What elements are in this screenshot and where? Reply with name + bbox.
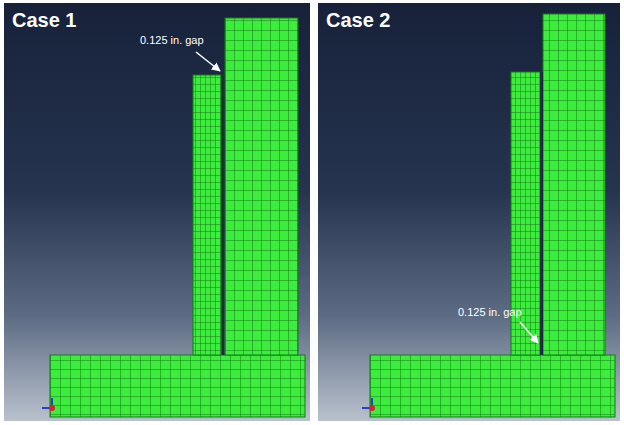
- case-panel: Case 1: [4, 3, 310, 421]
- leader-arrow: [196, 52, 220, 71]
- gap-callout: 0.125 in. gap: [458, 306, 522, 318]
- case1-mesh: [42, 18, 305, 417]
- panel-ground: [4, 3, 310, 421]
- case-title: Case 2: [326, 9, 391, 32]
- panel-ground: [318, 3, 620, 421]
- gap-callout: 0.125 in. gap: [140, 34, 204, 46]
- case2-mesh: [362, 14, 615, 417]
- leader-arrow: [520, 322, 538, 343]
- case-panel: Case 2: [318, 3, 620, 421]
- case-title: Case 1: [12, 9, 77, 32]
